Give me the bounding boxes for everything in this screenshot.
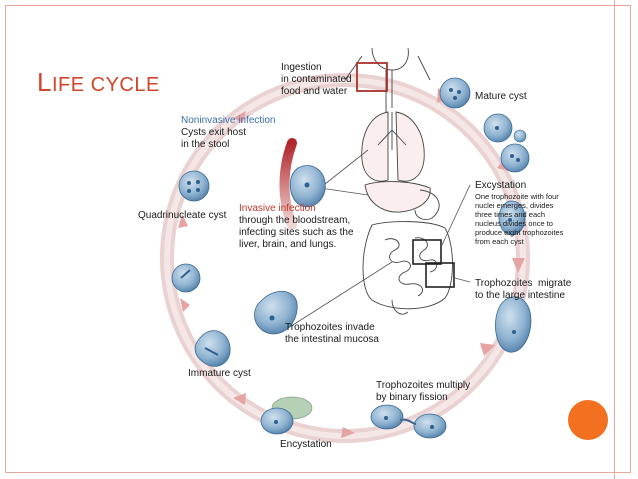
cell-excysting-2 bbox=[500, 143, 530, 173]
slide-title: Life cycle bbox=[37, 67, 160, 98]
label-excystation-text: One trophozoite with four nuclei emerges… bbox=[475, 192, 564, 246]
slide-title-rest: ife cycle bbox=[51, 74, 160, 96]
label-immature-cyst: Immature cyst bbox=[188, 368, 251, 379]
cell-immature-cyst bbox=[194, 330, 231, 367]
leader-lines bbox=[284, 149, 471, 331]
label-ingestion: Ingestion in contaminated food and water bbox=[281, 62, 352, 97]
ingestion-highlight-box bbox=[356, 62, 388, 92]
invasive-infection-arrow bbox=[279, 138, 297, 230]
small-intestine-highlight-box bbox=[412, 239, 442, 265]
label-multiply: Trophozoites multiply by binary fission bbox=[376, 380, 471, 403]
cycle-arrowheads bbox=[178, 88, 525, 438]
slide-frame bbox=[5, 5, 631, 473]
cell-invading-trophozoite bbox=[254, 291, 298, 335]
accent-orange-dot bbox=[568, 400, 608, 440]
label-noninvasive-text: Cysts exit host in the stool bbox=[181, 127, 247, 150]
label-quadrinucleate-cyst: Quadrinucleate cyst bbox=[138, 210, 227, 221]
cell-cyst-2 bbox=[171, 263, 201, 293]
label-migrate: Trophozoites migrate to the large intest… bbox=[475, 278, 572, 301]
cell-mature-cyst bbox=[439, 77, 471, 109]
label-excystation-heading: Excystation bbox=[475, 180, 527, 191]
cell-quadrinucleate-cyst bbox=[178, 170, 210, 202]
cell-encystation bbox=[260, 396, 313, 435]
slide-side-rule bbox=[614, 0, 615, 479]
label-invade: Trophozoites invade the intestinal mucos… bbox=[285, 322, 379, 345]
cell-binary-fission bbox=[370, 404, 447, 439]
slide-title-initial: L bbox=[37, 67, 52, 97]
label-encystation: Encystation bbox=[280, 439, 332, 450]
label-invasive-heading: Invasive infection bbox=[239, 203, 316, 214]
large-intestine-highlight-box bbox=[425, 262, 455, 288]
label-mature-cyst: Mature cyst bbox=[475, 91, 527, 102]
cell-invasive-trophozoite bbox=[289, 165, 326, 208]
cell-trophozoite-large bbox=[495, 296, 532, 353]
human-body-illustration bbox=[344, 47, 453, 315]
label-invasive-text: through the bloodstream, infecting sites… bbox=[239, 215, 354, 250]
cell-trophozoite-1 bbox=[498, 200, 526, 236]
label-noninvasive-heading: Noninvasive infection bbox=[181, 115, 276, 126]
cell-excysting-1 bbox=[483, 113, 527, 143]
